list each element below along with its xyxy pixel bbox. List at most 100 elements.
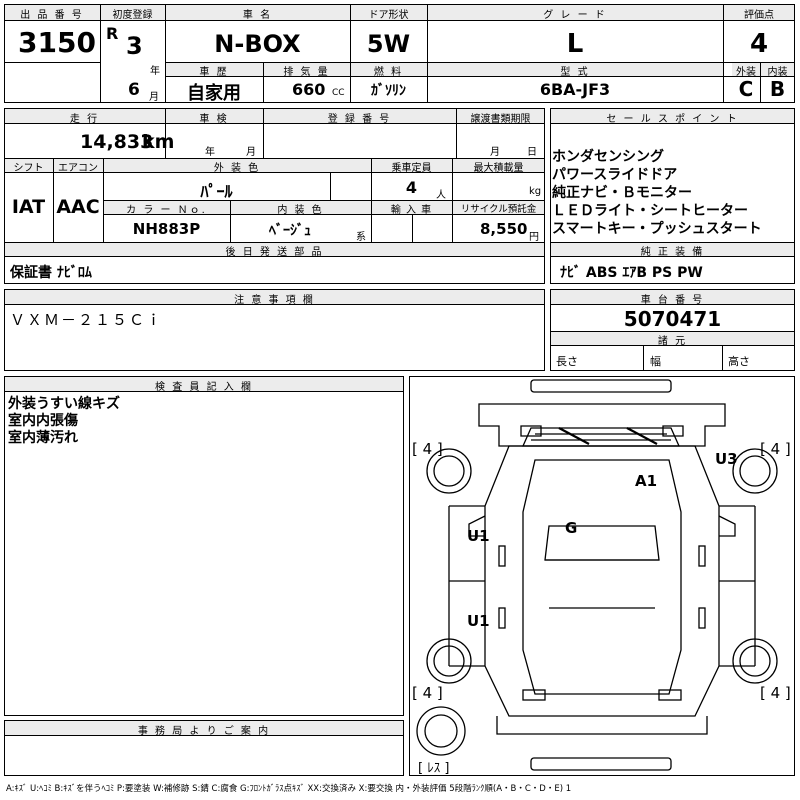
inspector-note-item: 室内内張傷 <box>8 413 78 429</box>
damage-mark-g: G <box>565 519 578 537</box>
ext-color-value: ﾊﾟｰﾙ <box>200 182 233 201</box>
tire-front-left: [ 4 ] <box>412 440 443 458</box>
recycle-unit: 円 <box>529 232 539 243</box>
car-name-header: 車 名 <box>242 10 273 21</box>
inspection-month-unit: 月 <box>246 147 256 158</box>
aircon-value: AAC <box>56 196 100 218</box>
office-header: 事 務 局 よ り ご 案 内 <box>137 726 271 737</box>
mileage-header: 走 行 <box>69 114 100 125</box>
inspector-block <box>4 376 404 716</box>
color-no-value: NH883P <box>132 220 201 238</box>
aircon-header: エアコン <box>58 163 98 174</box>
notes-block <box>4 289 545 371</box>
inspection-header: 車 検 <box>199 114 229 125</box>
chassis-no-value: 5070471 <box>623 307 722 331</box>
month-unit: 月 <box>149 92 159 103</box>
recycle-value: 8,550 <box>480 220 528 238</box>
lot-no-header: 出 品 番 号 <box>20 10 84 21</box>
chassis-block <box>550 289 795 371</box>
grade-header: グ レ ー ド <box>543 10 607 21</box>
fuel-value: ｶﾞｿﾘﾝ <box>371 83 406 99</box>
inspector-notes-list: 外装うすい線キズ 室内内張傷 室内薄汚れ <box>8 396 120 447</box>
capacity-value: 4 <box>405 178 418 197</box>
sales-point-block <box>550 108 795 284</box>
chassis-no-header: 車 台 番 号 <box>640 295 705 306</box>
inspector-note-item: 外装うすい線キズ <box>8 396 120 412</box>
sales-point-item: 純正ナビ・Ｂモニター <box>552 185 692 201</box>
genuine-equip-header: 純 正 装 備 <box>640 247 705 258</box>
reg-month: 6 <box>128 80 140 100</box>
score-value: 4 <box>749 29 769 59</box>
doc-month-unit: 月 <box>490 147 500 158</box>
car-name: N-BOX <box>214 30 301 58</box>
tire-front-right: [ 4 ] <box>760 440 791 458</box>
displacement-header: 排 気 量 <box>283 67 330 78</box>
mileage-unit: km <box>142 131 175 153</box>
inspector-note-item: 室内薄汚れ <box>8 430 78 446</box>
dimensions-header: 諸 元 <box>657 336 688 347</box>
exterior-grade: C <box>738 77 754 101</box>
int-color-value: ﾍﾞｰｼﾞｭ <box>269 223 311 239</box>
model-code: 6BA-JF3 <box>539 80 611 99</box>
capacity-header: 乗車定員 <box>391 163 432 174</box>
sales-point-item: ホンダセンシング <box>552 149 664 165</box>
inspection-year-unit: 年 <box>205 147 215 158</box>
door-header: ドア形状 <box>368 10 409 21</box>
fuel-header: 燃 料 <box>373 67 404 78</box>
car-damage-diagram <box>416 379 778 771</box>
era-letter: R <box>106 24 119 43</box>
tire-rear-left: [ 4 ] <box>412 684 443 702</box>
damage-mark-u3: U3 <box>715 450 738 468</box>
lot-number: 3150 <box>18 26 96 59</box>
max-load-header: 最大積載量 <box>473 163 524 174</box>
reg-year: 3 <box>126 32 143 60</box>
int-color-header: 内 装 色 <box>277 205 324 216</box>
displacement-value: 660 <box>292 80 326 99</box>
spare-tire-label: [ ﾚｽ ] <box>418 761 450 776</box>
dim-width: 幅 <box>650 355 661 368</box>
later-parts-header: 後 日 発 送 部 品 <box>225 247 324 258</box>
later-parts-value: 保証書 ﾅﾋﾞﾛﾑ <box>10 265 92 281</box>
door-type: 5W <box>366 30 411 58</box>
inspector-header: 検 査 員 記 入 欄 <box>155 382 253 393</box>
sales-point-header: セ ー ル ス ポ イ ン ト <box>606 114 739 125</box>
legend-text: A:ｷｽﾞ U:ﾍｺﾐ B:ｷｽﾞを伴うﾍｺﾐ P:要塗装 W:補修跡 S:錆 … <box>6 784 572 794</box>
dim-height: 高さ <box>728 355 750 368</box>
int-color-unit: 系 <box>356 232 366 243</box>
office-block <box>4 720 404 776</box>
model-code-header: 型 式 <box>560 67 590 78</box>
score-header: 評価点 <box>744 10 774 21</box>
interior-grade: B <box>769 77 786 101</box>
notes-value: ＶＸＭ－２１５Ｃｉ <box>10 311 164 329</box>
spec-block <box>4 108 545 284</box>
damage-mark-u1-rear: U1 <box>467 612 490 630</box>
shift-value: IAT <box>11 196 46 218</box>
capacity-unit: 人 <box>436 190 446 201</box>
damage-mark-a1: A1 <box>635 472 658 490</box>
doc-day-unit: 日 <box>527 147 537 158</box>
year-unit: 年 <box>150 66 160 77</box>
mileage-value: 14,833 <box>80 131 154 153</box>
damage-mark-u1-front: U1 <box>467 527 490 545</box>
interior-header: 内装 <box>767 67 788 78</box>
displacement-unit: CC <box>332 88 345 98</box>
top-block <box>4 4 795 103</box>
transfer-doc-header: 譲渡書類期限 <box>470 114 531 125</box>
exterior-header: 外装 <box>736 67 756 78</box>
ext-color-header: 外 装 色 <box>213 163 261 174</box>
recycle-header: リサイクル預託金 <box>460 204 537 215</box>
first-reg-header: 初度登録 <box>112 10 153 21</box>
history-header: 車 歴 <box>199 67 229 78</box>
grade-value: L <box>566 29 584 59</box>
color-no-header: カ ラ ー Ｎｏ. <box>126 205 207 216</box>
dim-length: 長さ <box>556 355 578 368</box>
sales-point-list: ホンダセンシング パワースライドドア 純正ナビ・Ｂモニター ＬＥＤライト・シート… <box>552 148 762 238</box>
max-load-unit: kg <box>529 186 542 197</box>
history-value: 自家用 <box>187 83 241 104</box>
genuine-equip-value: ﾅﾋﾞ ABS ｴｱB PS PW <box>560 265 703 281</box>
diagram-block <box>409 376 795 776</box>
import-header: 輸 入 車 <box>390 205 433 216</box>
notes-header: 注 意 事 項 欄 <box>234 295 315 306</box>
sales-point-item: スマートキー・プッシュスタート <box>552 221 762 237</box>
sales-point-item: ＬＥＤライト・シートヒーター <box>552 203 748 219</box>
